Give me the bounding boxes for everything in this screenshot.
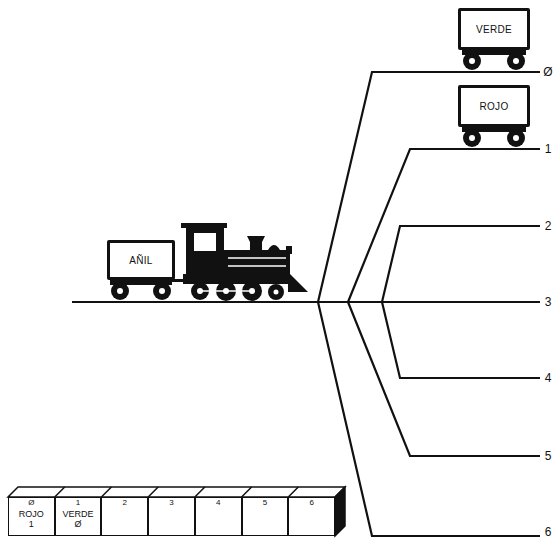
- cell-index: Ø: [28, 499, 34, 508]
- track-number: 6: [545, 526, 552, 538]
- track-number: 2: [545, 220, 552, 232]
- cell-index: 4: [216, 499, 220, 508]
- array-cell: 3: [148, 497, 195, 536]
- wagon-name: AÑIL: [129, 255, 152, 266]
- locomotive: [181, 223, 308, 301]
- cell-divider: [288, 487, 298, 497]
- wagon-wheels: [110, 279, 184, 300]
- track-number: 5: [545, 450, 552, 462]
- array-box: [8, 487, 345, 536]
- track: [382, 302, 540, 378]
- cell-track: 1: [29, 520, 34, 530]
- cell-track: Ø: [75, 520, 82, 530]
- track: [72, 301, 540, 303]
- cell-index: 1: [76, 499, 80, 508]
- array-cell: 5: [242, 497, 289, 536]
- cell-wagon: ROJO: [19, 510, 44, 520]
- cell-index: 2: [123, 499, 127, 508]
- cell-divider: [101, 487, 111, 497]
- track-number: 3: [545, 296, 552, 308]
- cell-wagon: VERDE: [63, 510, 94, 520]
- track: [318, 302, 540, 536]
- cell-index: 5: [263, 499, 267, 508]
- cell-index: 3: [169, 499, 173, 508]
- wagon-wheels: [462, 50, 526, 70]
- track: [348, 302, 540, 456]
- cell-divider: [195, 487, 205, 497]
- wagon-box: AÑIL: [107, 240, 175, 280]
- cell-divider: [148, 487, 158, 497]
- wagon-box: ROJO: [458, 85, 530, 127]
- track-number: Ø: [543, 66, 552, 78]
- track-number: 1: [545, 143, 552, 155]
- wagon-wheels: [462, 127, 526, 147]
- cell-divider: [242, 487, 252, 497]
- wagon-name: VERDE: [476, 24, 512, 35]
- track: [382, 226, 540, 302]
- cell-divider: [55, 487, 65, 497]
- wagon-box: VERDE: [458, 8, 530, 50]
- wagon-name: ROJO: [480, 101, 509, 112]
- track: [318, 72, 540, 302]
- cell-index: 6: [309, 499, 313, 508]
- array-cell: Ø ROJO1: [8, 497, 55, 536]
- array-cell: 4: [195, 497, 242, 536]
- track-lines: [72, 72, 540, 536]
- array-cell: 6: [288, 497, 335, 536]
- track: [348, 149, 540, 302]
- track-number: 4: [545, 372, 552, 384]
- array-cell: 1VERDEØ: [55, 497, 102, 536]
- array-cell: 2: [101, 497, 148, 536]
